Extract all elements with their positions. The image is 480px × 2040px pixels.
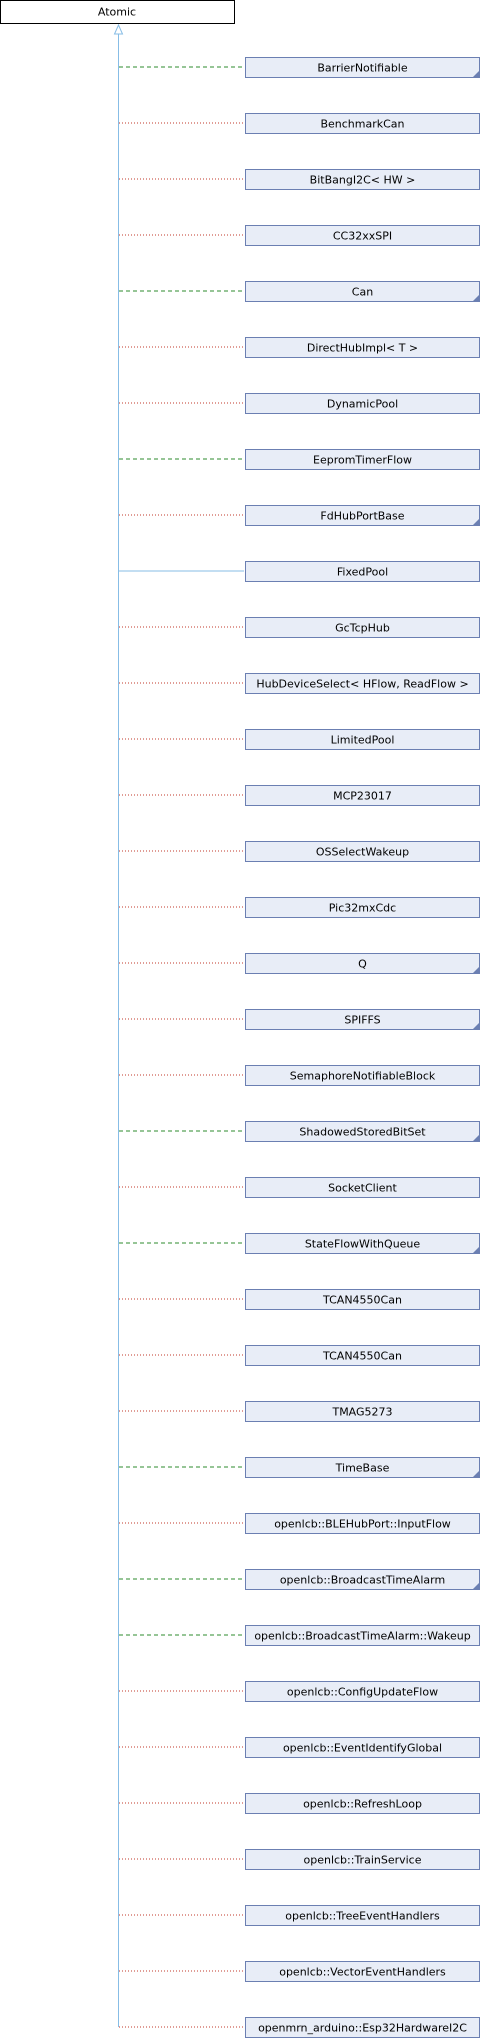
derived-class-node[interactable]: StateFlowWithQueue — [245, 1233, 480, 1254]
derived-class-node[interactable]: openlcb::BroadcastTimeAlarm::Wakeup — [245, 1625, 480, 1646]
derived-class-node[interactable]: MCP23017 — [245, 785, 480, 806]
truncated-marker-icon — [472, 1134, 480, 1142]
derived-class-label: SocketClient — [328, 1182, 397, 1195]
derived-class-node[interactable]: Can — [245, 281, 480, 302]
derived-class-label: BitBangI2C< HW > — [310, 174, 416, 187]
derived-class-node[interactable]: BenchmarkCan — [245, 113, 480, 134]
truncated-marker-icon — [472, 1022, 480, 1030]
derived-class-label: openlcb::BLEHubPort::InputFlow — [274, 1518, 451, 1531]
root-class-label: Atomic — [98, 6, 136, 19]
truncated-marker-icon — [472, 1246, 480, 1254]
derived-class-label: HubDeviceSelect< HFlow, ReadFlow > — [256, 678, 468, 691]
derived-class-node[interactable]: SocketClient — [245, 1177, 480, 1198]
derived-class-label: Q — [358, 958, 367, 971]
derived-class-node[interactable]: openlcb::BroadcastTimeAlarm — [245, 1569, 480, 1590]
derived-class-label: GcTcpHub — [335, 622, 390, 635]
derived-class-label: ShadowedStoredBitSet — [299, 1126, 426, 1139]
truncated-marker-icon — [472, 294, 480, 302]
derived-class-node[interactable]: Q — [245, 953, 480, 974]
derived-class-label: DynamicPool — [327, 398, 398, 411]
derived-class-node[interactable]: ShadowedStoredBitSet — [245, 1121, 480, 1142]
derived-class-label: BenchmarkCan — [320, 118, 404, 131]
derived-class-node[interactable]: openlcb::BLEHubPort::InputFlow — [245, 1513, 480, 1534]
derived-class-node[interactable]: DynamicPool — [245, 393, 480, 414]
derived-class-node[interactable]: TCAN4550Can — [245, 1345, 480, 1366]
derived-class-node[interactable]: BitBangI2C< HW > — [245, 169, 480, 190]
derived-class-node[interactable]: CC32xxSPI — [245, 225, 480, 246]
derived-class-label: Pic32mxCdc — [329, 902, 396, 915]
derived-class-node[interactable]: openlcb::TrainService — [245, 1849, 480, 1870]
truncated-marker-icon — [472, 1582, 480, 1590]
derived-class-label: StateFlowWithQueue — [305, 1238, 421, 1251]
derived-class-label: TCAN4550Can — [322, 1350, 402, 1363]
derived-class-label: LimitedPool — [331, 734, 395, 747]
truncated-marker-icon — [472, 966, 480, 974]
derived-class-label: openlcb::VectorEventHandlers — [279, 1966, 446, 1979]
derived-class-node[interactable]: LimitedPool — [245, 729, 480, 750]
derived-class-label: openlcb::RefreshLoop — [303, 1798, 422, 1811]
derived-class-label: FdHubPortBase — [320, 510, 404, 523]
derived-class-node[interactable]: openlcb::ConfigUpdateFlow — [245, 1681, 480, 1702]
truncated-marker-icon — [472, 518, 480, 526]
derived-class-label: OSSelectWakeup — [316, 846, 409, 859]
derived-classes-layer: BarrierNotifiableBenchmarkCanBitBangI2C<… — [245, 57, 480, 2038]
derived-class-node[interactable]: FixedPool — [245, 561, 480, 582]
derived-class-node[interactable]: TMAG5273 — [245, 1401, 480, 1422]
derived-class-label: openlcb::BroadcastTimeAlarm — [280, 1574, 445, 1587]
derived-class-label: openlcb::TrainService — [304, 1854, 422, 1867]
derived-class-label: TMAG5273 — [331, 1406, 392, 1419]
derived-class-label: DirectHubImpl< T > — [307, 342, 418, 355]
derived-class-label: EepromTimerFlow — [313, 454, 412, 467]
derived-class-node[interactable]: OSSelectWakeup — [245, 841, 480, 862]
root-class-box — [0, 0, 235, 24]
derived-class-node[interactable]: BarrierNotifiable — [245, 57, 480, 78]
derived-class-label: CC32xxSPI — [333, 230, 392, 243]
derived-class-label: Can — [352, 286, 373, 299]
derived-class-label: FixedPool — [337, 566, 388, 579]
derived-class-label: openlcb::TreeEventHandlers — [285, 1910, 440, 1923]
derived-class-node[interactable]: TCAN4550Can — [245, 1289, 480, 1310]
derived-class-node[interactable]: DirectHubImpl< T > — [245, 337, 480, 358]
derived-class-node[interactable]: openlcb::EventIdentifyGlobal — [245, 1737, 480, 1758]
derived-class-label: BarrierNotifiable — [317, 62, 408, 75]
derived-class-node[interactable]: GcTcpHub — [245, 617, 480, 638]
truncated-marker-icon — [472, 70, 480, 78]
derived-class-label: TimeBase — [335, 1462, 390, 1475]
derived-class-node[interactable]: TimeBase — [245, 1457, 480, 1478]
derived-class-node[interactable]: Pic32mxCdc — [245, 897, 480, 918]
derived-class-node[interactable]: openlcb::VectorEventHandlers — [245, 1961, 480, 1982]
derived-class-node[interactable]: openlcb::RefreshLoop — [245, 1793, 480, 1814]
derived-class-label: SPIFFS — [344, 1014, 380, 1027]
derived-class-label: MCP23017 — [333, 790, 392, 803]
truncated-marker-icon — [472, 1470, 480, 1478]
derived-class-node[interactable]: HubDeviceSelect< HFlow, ReadFlow > — [245, 673, 480, 694]
derived-class-label: SemaphoreNotifiableBlock — [290, 1070, 436, 1083]
derived-class-node[interactable]: SemaphoreNotifiableBlock — [245, 1065, 480, 1086]
inheritance-arrowhead — [113, 23, 124, 35]
derived-class-node[interactable]: EepromTimerFlow — [245, 449, 480, 470]
derived-class-node[interactable]: openlcb::TreeEventHandlers — [245, 1905, 480, 1926]
derived-class-node[interactable]: SPIFFS — [245, 1009, 480, 1030]
derived-class-label: openmrn_arduino::Esp32HardwareI2C — [258, 2022, 467, 2035]
root-class-node[interactable]: Atomic — [0, 0, 235, 24]
derived-class-node[interactable]: openmrn_arduino::Esp32HardwareI2C — [245, 2017, 480, 2038]
derived-class-label: openlcb::EventIdentifyGlobal — [283, 1742, 442, 1755]
derived-class-node[interactable]: FdHubPortBase — [245, 505, 480, 526]
derived-class-label: openlcb::BroadcastTimeAlarm::Wakeup — [254, 1630, 470, 1643]
edges-layer — [113, 23, 244, 2028]
derived-class-label: openlcb::ConfigUpdateFlow — [287, 1686, 438, 1699]
derived-class-label: TCAN4550Can — [322, 1294, 402, 1307]
